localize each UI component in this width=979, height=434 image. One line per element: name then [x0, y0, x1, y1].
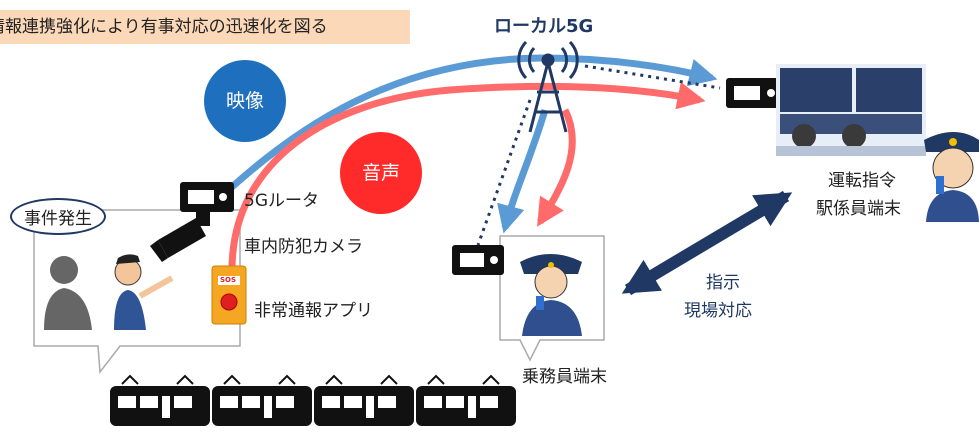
router-label: 5Gルータ	[244, 191, 319, 211]
camera-label: 車内防犯カメラ	[244, 237, 363, 257]
audio-stream-label: 音声	[361, 162, 400, 184]
security-camera-icon	[150, 212, 210, 262]
crew-member-icon	[520, 254, 582, 336]
network-title: ローカル5G	[494, 16, 594, 37]
incident-label-text: 事件発生	[24, 209, 92, 229]
train-car	[212, 374, 312, 426]
train-icon	[110, 374, 516, 426]
instruction-double-arrow	[621, 190, 793, 296]
app-label: 非常通報アプリ	[254, 301, 373, 321]
victim-figure-icon	[114, 254, 174, 330]
incident-label: 事件発生	[10, 198, 106, 235]
crew-terminal-device-icon	[452, 245, 504, 275]
summary-banner: 情報連携強化により有事対応の迅速化を図る	[0, 10, 410, 44]
audio-to-crew-arrow	[537, 108, 576, 227]
audio-stream-arrow	[228, 81, 706, 271]
audio-stream-badge: 音声	[340, 132, 422, 214]
sos-text: SOS	[220, 276, 237, 284]
video-to-crew-arrow	[497, 108, 549, 234]
antenna-tower-icon	[517, 40, 579, 133]
summary-banner-text: 情報連携強化により有事対応の迅速化を図る	[0, 17, 328, 37]
radio-link-control	[584, 64, 721, 90]
router-device-icon	[180, 182, 234, 212]
incident-bubble	[33, 209, 241, 375]
train-car	[416, 374, 516, 426]
crew-terminal-label: 乗務員端末	[522, 367, 607, 387]
instruction-label-line2: 現場対応	[684, 301, 752, 321]
sos-button-icon	[211, 265, 247, 325]
radio-link-crew	[476, 99, 532, 246]
control-label-line1: 運転指令	[828, 171, 896, 191]
instruction-label-line1: 指示	[706, 273, 740, 293]
video-stream-badge: 映像	[204, 60, 286, 142]
control-label-line2: 駅係員端末	[816, 199, 901, 219]
control-room-image	[776, 64, 926, 156]
video-stream-arrow	[202, 54, 718, 215]
train-car	[110, 374, 210, 426]
station-staff-icon	[924, 132, 979, 222]
control-terminal-device-icon	[726, 78, 782, 108]
suspect-figure-icon	[44, 256, 92, 330]
video-stream-label: 映像	[225, 90, 264, 112]
train-car	[314, 374, 414, 426]
